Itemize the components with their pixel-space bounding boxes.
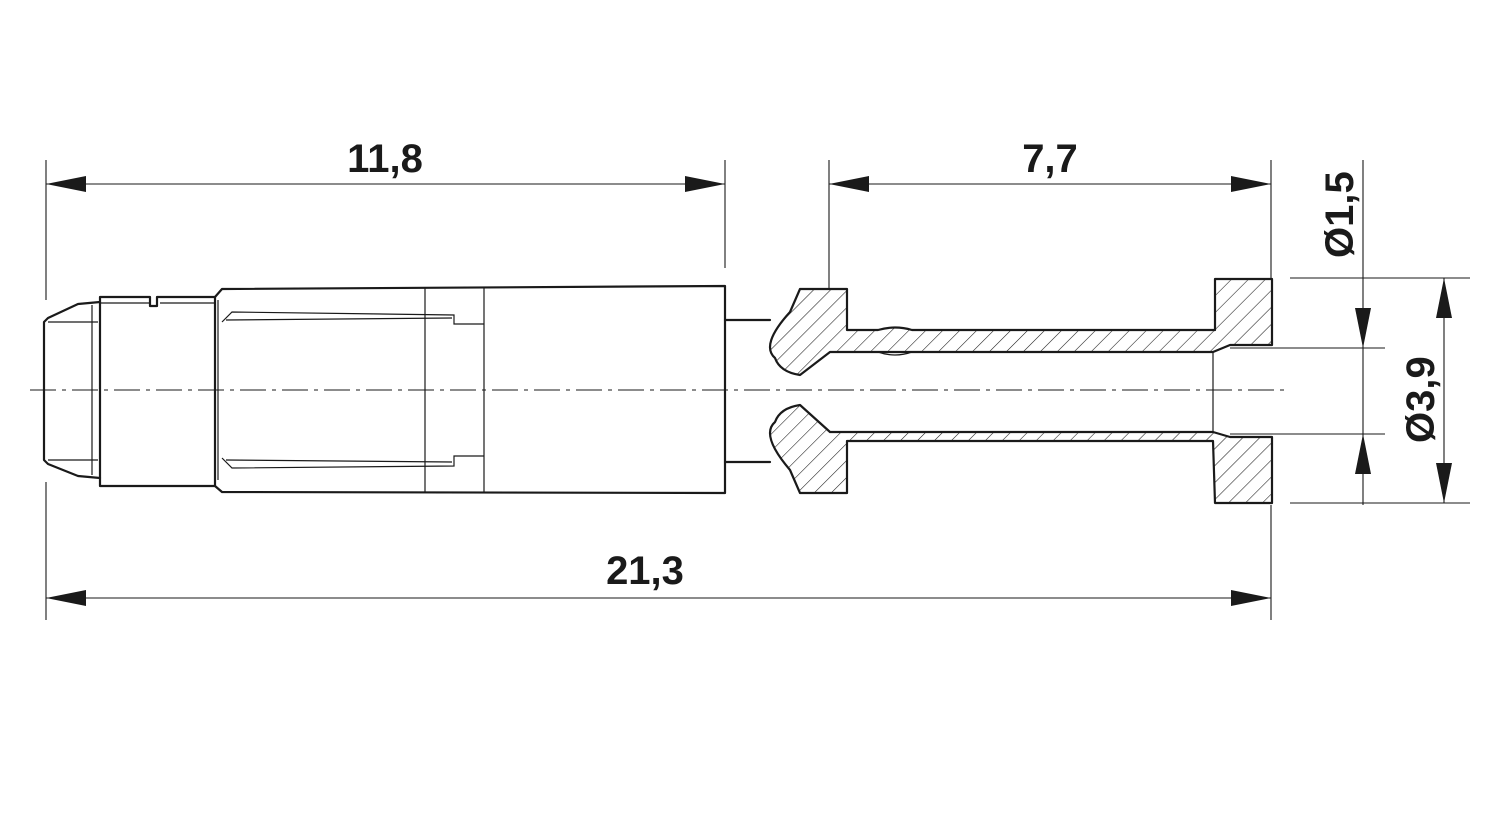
crimp-barrel-section	[768, 277, 1274, 505]
dimension-diameter-inner: Ø1,5	[1230, 160, 1385, 505]
dimension-label-outer: Ø3,9	[1399, 356, 1443, 443]
dimension-label-inner: Ø1,5	[1318, 171, 1362, 258]
dimension-length-rear: 7,7	[828, 137, 1272, 290]
dimension-label-front: 11,8	[347, 137, 423, 181]
dimension-label-total: 21,3	[606, 549, 684, 593]
dimension-length-front: 11,8	[45, 137, 726, 300]
dimension-diameter-outer: Ø3,9	[1290, 277, 1470, 504]
contact-front-body	[42, 284, 727, 495]
dimension-label-rear: 7,7	[1022, 137, 1078, 181]
dimension-length-total: 21,3	[45, 482, 1272, 620]
contact-neck	[723, 318, 772, 464]
